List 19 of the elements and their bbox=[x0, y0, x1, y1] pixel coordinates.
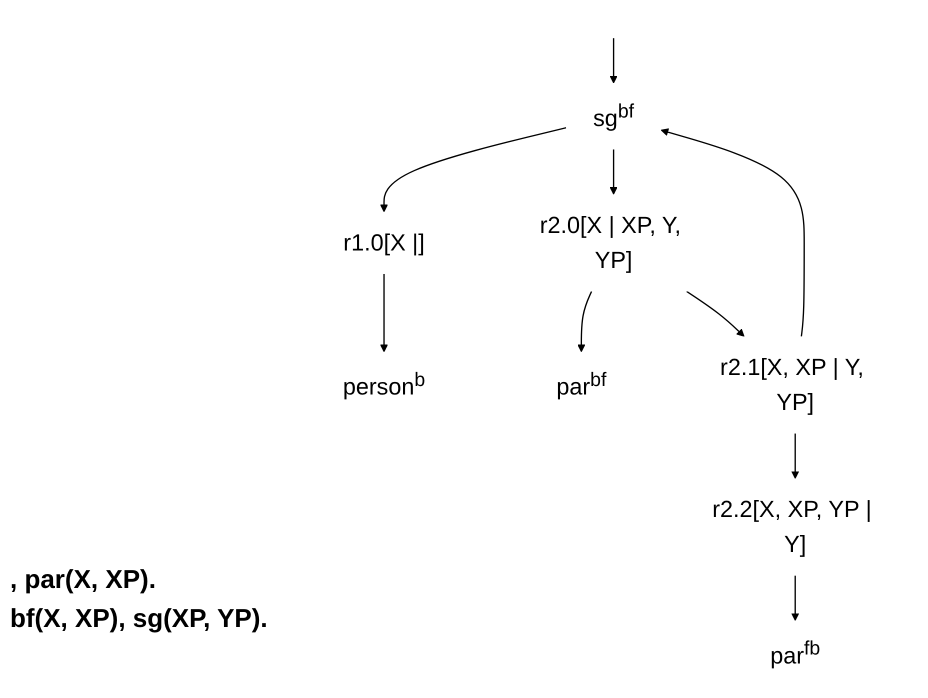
arrow bbox=[380, 127, 566, 212]
node-text: r2.1[X, XP | Y, YP] bbox=[720, 353, 864, 416]
node-text: par$^{fb}$ bbox=[770, 636, 820, 669]
node-text: r2.0[X | XP, Y, YP] bbox=[540, 211, 681, 274]
node-text: sg$^{bf}$ bbox=[593, 99, 634, 132]
arrow bbox=[791, 576, 800, 621]
rule-text: , par(X, XP). bbox=[10, 564, 157, 595]
rule-text: bf(X, XP), sg(XP, YP). bbox=[10, 603, 269, 634]
arrow bbox=[577, 291, 592, 352]
arrow bbox=[610, 38, 618, 84]
arrow bbox=[660, 128, 805, 336]
arrow bbox=[686, 290, 745, 337]
arrow bbox=[791, 434, 800, 479]
node-text: r2.2[X, XP, YP | Y] bbox=[712, 496, 872, 558]
arrow bbox=[380, 274, 388, 352]
node-text: par$^{bf}$ bbox=[556, 368, 606, 400]
node-text: person$^{b}$ bbox=[342, 368, 426, 400]
arrow bbox=[610, 149, 618, 195]
node-text: r1.0[X |] bbox=[343, 228, 425, 256]
